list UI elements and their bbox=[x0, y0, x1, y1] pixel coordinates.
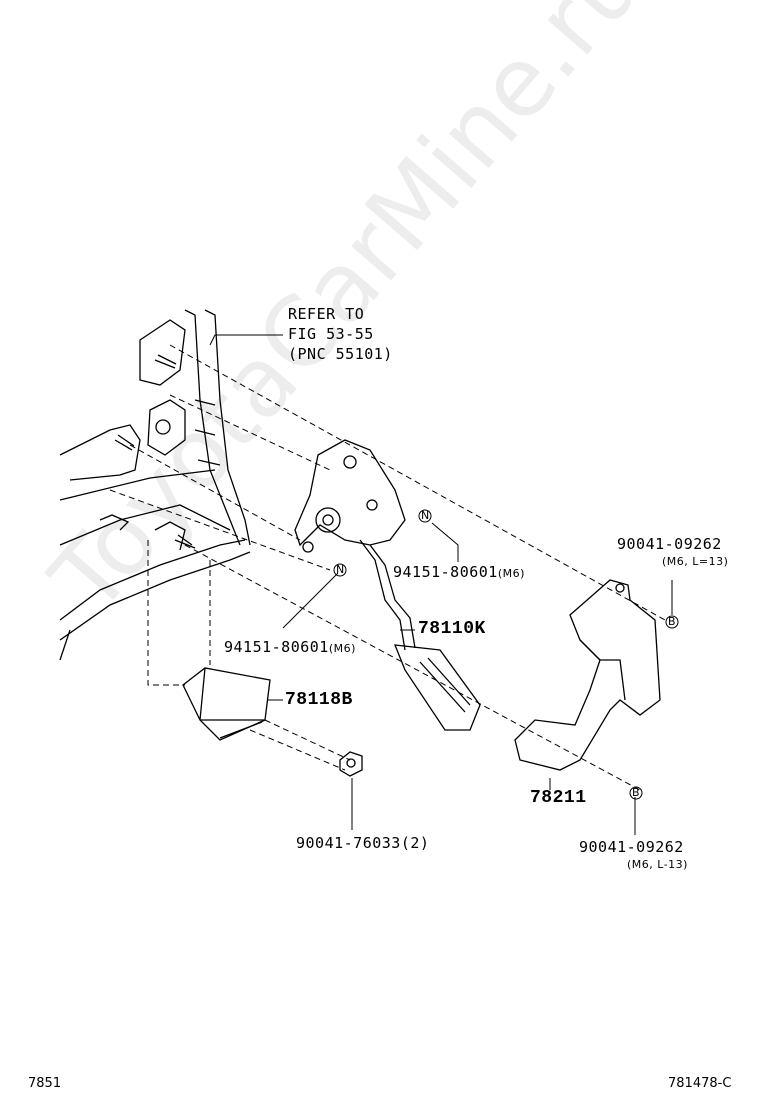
page-code: 7851 bbox=[28, 1076, 62, 1091]
part-label-78211: 78211 bbox=[530, 788, 587, 808]
cover-78118b bbox=[182, 667, 271, 741]
marker-n-lower: N bbox=[336, 563, 345, 576]
marker-b-upper: B bbox=[668, 615, 677, 628]
bolt-label-upper: 94151-80601(M6) bbox=[393, 563, 525, 581]
bolt-label-lower: 94151-80601(M6) bbox=[224, 638, 356, 656]
marker-b-lower: B bbox=[632, 786, 641, 799]
nut-label: 90041-76033(2) bbox=[296, 834, 430, 852]
body-structure bbox=[59, 309, 251, 661]
nut-drawing bbox=[339, 751, 363, 777]
protector-78211 bbox=[514, 579, 661, 771]
part-label-78118b: 78118B bbox=[285, 690, 353, 710]
projection-lines bbox=[109, 344, 666, 791]
refer-note-line2: FIG 53-55 bbox=[288, 325, 374, 343]
screw-label-bottom: 90041-09262 bbox=[579, 838, 684, 856]
markers bbox=[333, 509, 679, 800]
screw-spec-top: (M6, L=13) bbox=[662, 555, 729, 568]
leader-lines bbox=[209, 334, 673, 835]
figure-code: 781478-C bbox=[668, 1076, 732, 1091]
refer-note-line3: (PNC 55101) bbox=[288, 345, 393, 363]
screw-label-top: 90041-09262 bbox=[617, 535, 722, 553]
accelerator-pedal-assembly bbox=[294, 439, 481, 731]
part-label-78110k: 78110K bbox=[418, 619, 486, 639]
marker-n-upper: N bbox=[421, 509, 430, 522]
screw-spec-bottom: (M6, L-13) bbox=[627, 858, 688, 871]
refer-note-line1: REFER TO bbox=[288, 305, 365, 323]
